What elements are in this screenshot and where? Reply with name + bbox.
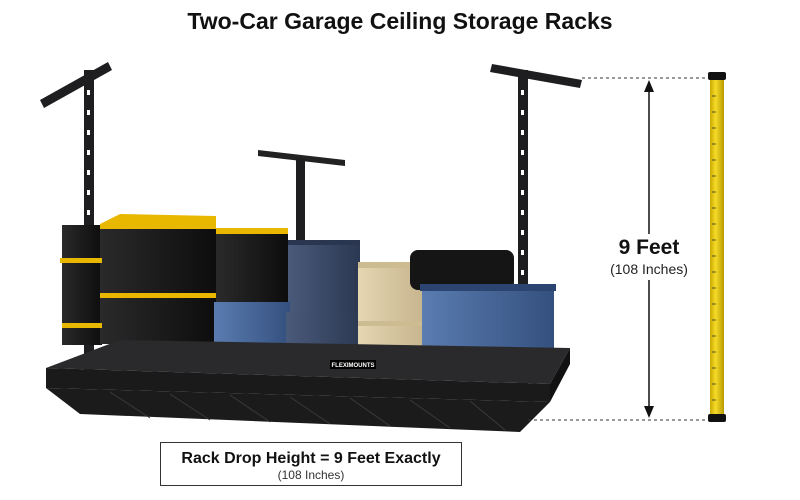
page-title: Two-Car Garage Ceiling Storage Racks <box>187 8 613 34</box>
right-bracket <box>490 64 582 400</box>
left-bracket <box>40 62 112 370</box>
height-label: 9 Feet (108 Inches) <box>594 234 704 280</box>
height-label-main: 9 Feet <box>618 236 680 259</box>
caption-main: Rack Drop Height = 9 Feet Exactly <box>181 450 441 467</box>
rear-bracket <box>258 150 345 258</box>
caption-box: Rack Drop Height = 9 Feet Exactly (108 I… <box>160 442 462 486</box>
height-label-sub: (108 Inches) <box>610 261 688 277</box>
caption-sub: (108 Inches) <box>277 468 345 482</box>
measuring-tape-icon <box>708 72 726 422</box>
measurement-guides <box>528 77 706 421</box>
brand-label: FLEXIMOUNTS <box>332 363 375 369</box>
arrow-down-icon <box>644 406 654 418</box>
rack-platform <box>46 340 570 432</box>
arrow-up-icon <box>644 80 654 92</box>
